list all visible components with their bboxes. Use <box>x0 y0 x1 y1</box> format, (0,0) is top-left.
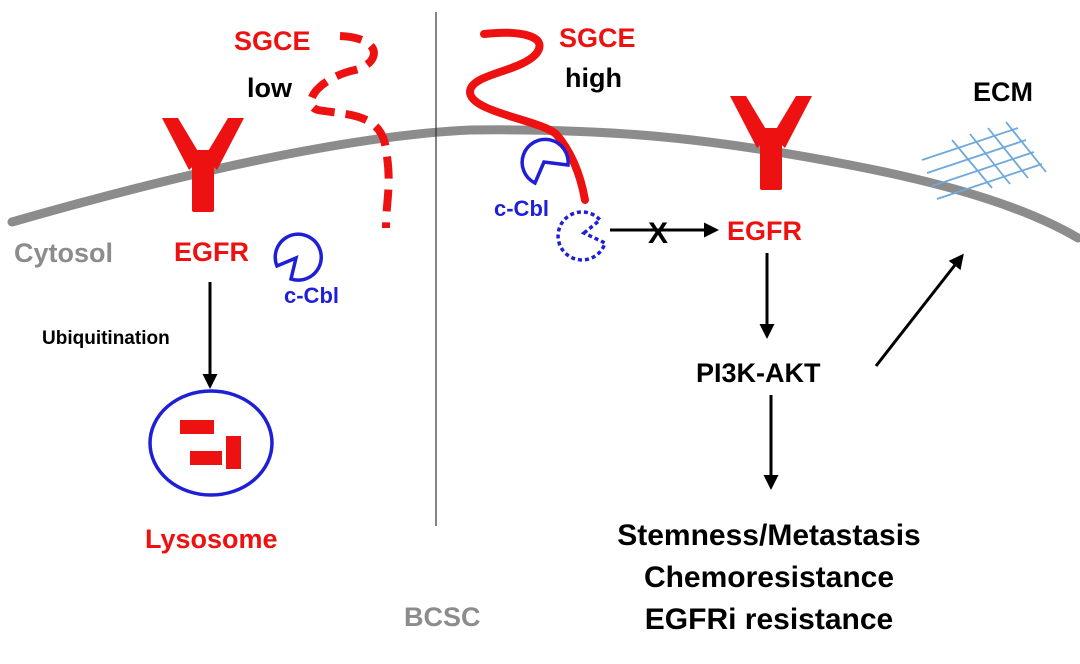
pi3k-akt-label: PI3K-AKT <box>696 358 821 388</box>
ecm-label: ECM <box>973 77 1033 107</box>
sgce-low-strand <box>307 32 393 229</box>
ccbl-left-label: c-Cbl <box>284 283 339 308</box>
ccbl-right-released-icon <box>556 210 608 262</box>
ccbl-right-label: c-Cbl <box>494 196 549 221</box>
ccbl-right-attached-icon <box>520 137 570 186</box>
egfr-left-label: EGFR <box>174 237 249 267</box>
lysosome-icon <box>148 389 274 497</box>
inhibit-x-mark: X <box>648 217 668 250</box>
outcome-stemness: Stemness/Metastasis <box>617 519 921 552</box>
arrow-pi3k-to-ecm <box>874 253 964 367</box>
sgce-high-strand <box>466 28 589 204</box>
egfr-receptor-left-icon <box>162 118 244 212</box>
outcome-chemoresistance: Chemoresistance <box>644 561 894 594</box>
egfr-receptor-right-icon <box>730 96 812 190</box>
high-label: high <box>565 63 622 93</box>
ubiquitination-label: Ubiquitination <box>42 328 170 349</box>
ccbl-left-icon <box>273 232 323 282</box>
ecm-mesh-icon <box>921 121 1047 200</box>
sgce-high-label: SGCE <box>559 23 636 53</box>
lysosome-label: Lysosome <box>145 524 278 554</box>
sgce-low-label: SGCE <box>234 26 311 56</box>
cytosol-label: Cytosol <box>14 238 113 268</box>
outcome-egfri-resistance: EGFRi resistance <box>645 603 893 636</box>
low-label: low <box>247 73 293 103</box>
bcsc-label: BCSC <box>404 602 481 632</box>
egfr-right-label: EGFR <box>727 216 802 246</box>
cell-membrane <box>7 125 1080 243</box>
